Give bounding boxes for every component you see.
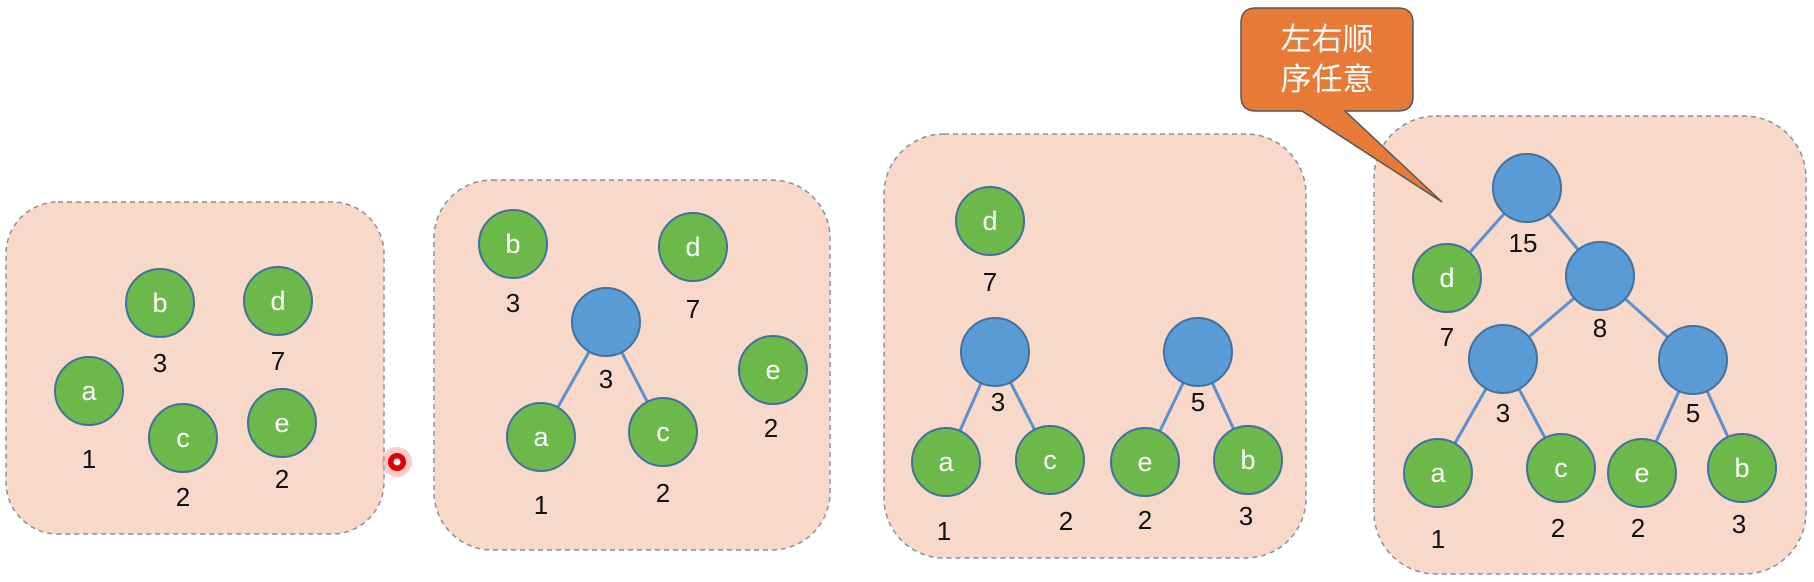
node-label: e bbox=[274, 408, 289, 438]
callout-text-line2: 序任意 bbox=[1281, 62, 1374, 98]
node-label: c bbox=[1554, 453, 1568, 483]
pointer-marker bbox=[382, 447, 412, 477]
node-label: c bbox=[656, 417, 670, 447]
node-label: d bbox=[1439, 263, 1454, 293]
weight-label: 3 bbox=[599, 364, 613, 394]
node-label: e bbox=[765, 355, 780, 385]
internal-node bbox=[1163, 317, 1233, 387]
weight-label: 3 bbox=[991, 387, 1005, 417]
node-d bbox=[1412, 243, 1482, 313]
node-label: b bbox=[1734, 453, 1749, 483]
node-label: d bbox=[685, 232, 700, 262]
weight-label: 15 bbox=[1509, 228, 1538, 258]
weight-label: 5 bbox=[1191, 387, 1205, 417]
node-label: e bbox=[1634, 458, 1649, 488]
weight-label: 1 bbox=[534, 490, 548, 520]
internal-node bbox=[1565, 241, 1635, 311]
weight-label: 1 bbox=[1431, 524, 1445, 554]
node-d bbox=[658, 212, 728, 282]
callout-text-line1: 左右顺 bbox=[1281, 22, 1374, 58]
node-label: a bbox=[81, 376, 97, 406]
weight-label: 2 bbox=[176, 482, 190, 512]
node-e bbox=[247, 388, 317, 458]
node-b bbox=[1213, 425, 1283, 495]
node-a bbox=[54, 356, 124, 426]
weight-label: 7 bbox=[1440, 322, 1454, 352]
node-label: c bbox=[1043, 445, 1057, 475]
weight-label: 3 bbox=[1239, 501, 1253, 531]
node-d bbox=[243, 266, 313, 336]
node-label: a bbox=[533, 422, 549, 452]
weight-label: 7 bbox=[686, 294, 700, 324]
node-c bbox=[1015, 425, 1085, 495]
node-e bbox=[1607, 438, 1677, 508]
callout-bubble bbox=[1240, 7, 1443, 203]
node-label: b bbox=[505, 229, 520, 259]
node-c bbox=[148, 403, 218, 473]
node-label: e bbox=[1137, 447, 1152, 477]
node-e bbox=[738, 335, 808, 405]
panel-4 bbox=[1373, 115, 1807, 575]
weight-label: 7 bbox=[271, 346, 285, 376]
node-c bbox=[628, 397, 698, 467]
node-e bbox=[1110, 427, 1180, 497]
weight-label: 2 bbox=[1138, 505, 1152, 535]
weight-label: 7 bbox=[983, 267, 997, 297]
weight-label: 2 bbox=[1059, 506, 1073, 536]
weight-label: 2 bbox=[1631, 513, 1645, 543]
node-label: d bbox=[982, 206, 997, 236]
node-label: b bbox=[1240, 445, 1255, 475]
node-b bbox=[125, 268, 195, 338]
internal-node bbox=[1468, 324, 1538, 394]
node-b bbox=[1707, 433, 1777, 503]
weight-label: 3 bbox=[1496, 398, 1510, 428]
weight-label: 5 bbox=[1686, 398, 1700, 428]
weight-label: 3 bbox=[1732, 509, 1746, 539]
internal-node bbox=[571, 287, 641, 357]
node-a bbox=[1403, 438, 1473, 508]
internal-node bbox=[1658, 325, 1728, 395]
node-label: d bbox=[270, 286, 285, 316]
node-c bbox=[1526, 433, 1596, 503]
weight-label: 3 bbox=[506, 288, 520, 318]
weight-label: 1 bbox=[82, 444, 96, 474]
internal-node bbox=[960, 317, 1030, 387]
weight-label: 1 bbox=[937, 516, 951, 546]
weight-label: 8 bbox=[1593, 313, 1607, 343]
weight-label: 2 bbox=[275, 464, 289, 494]
node-label: c bbox=[176, 423, 190, 453]
weight-label: 2 bbox=[656, 478, 670, 508]
node-label: b bbox=[152, 288, 167, 318]
node-label: a bbox=[1430, 458, 1446, 488]
node-b bbox=[478, 209, 548, 279]
root-node bbox=[1492, 153, 1562, 223]
weight-label: 2 bbox=[764, 413, 778, 443]
node-d bbox=[955, 186, 1025, 256]
weight-label: 2 bbox=[1551, 513, 1565, 543]
node-a bbox=[911, 427, 981, 497]
weight-label: 3 bbox=[153, 348, 167, 378]
node-label: a bbox=[938, 447, 954, 477]
node-a bbox=[506, 402, 576, 472]
